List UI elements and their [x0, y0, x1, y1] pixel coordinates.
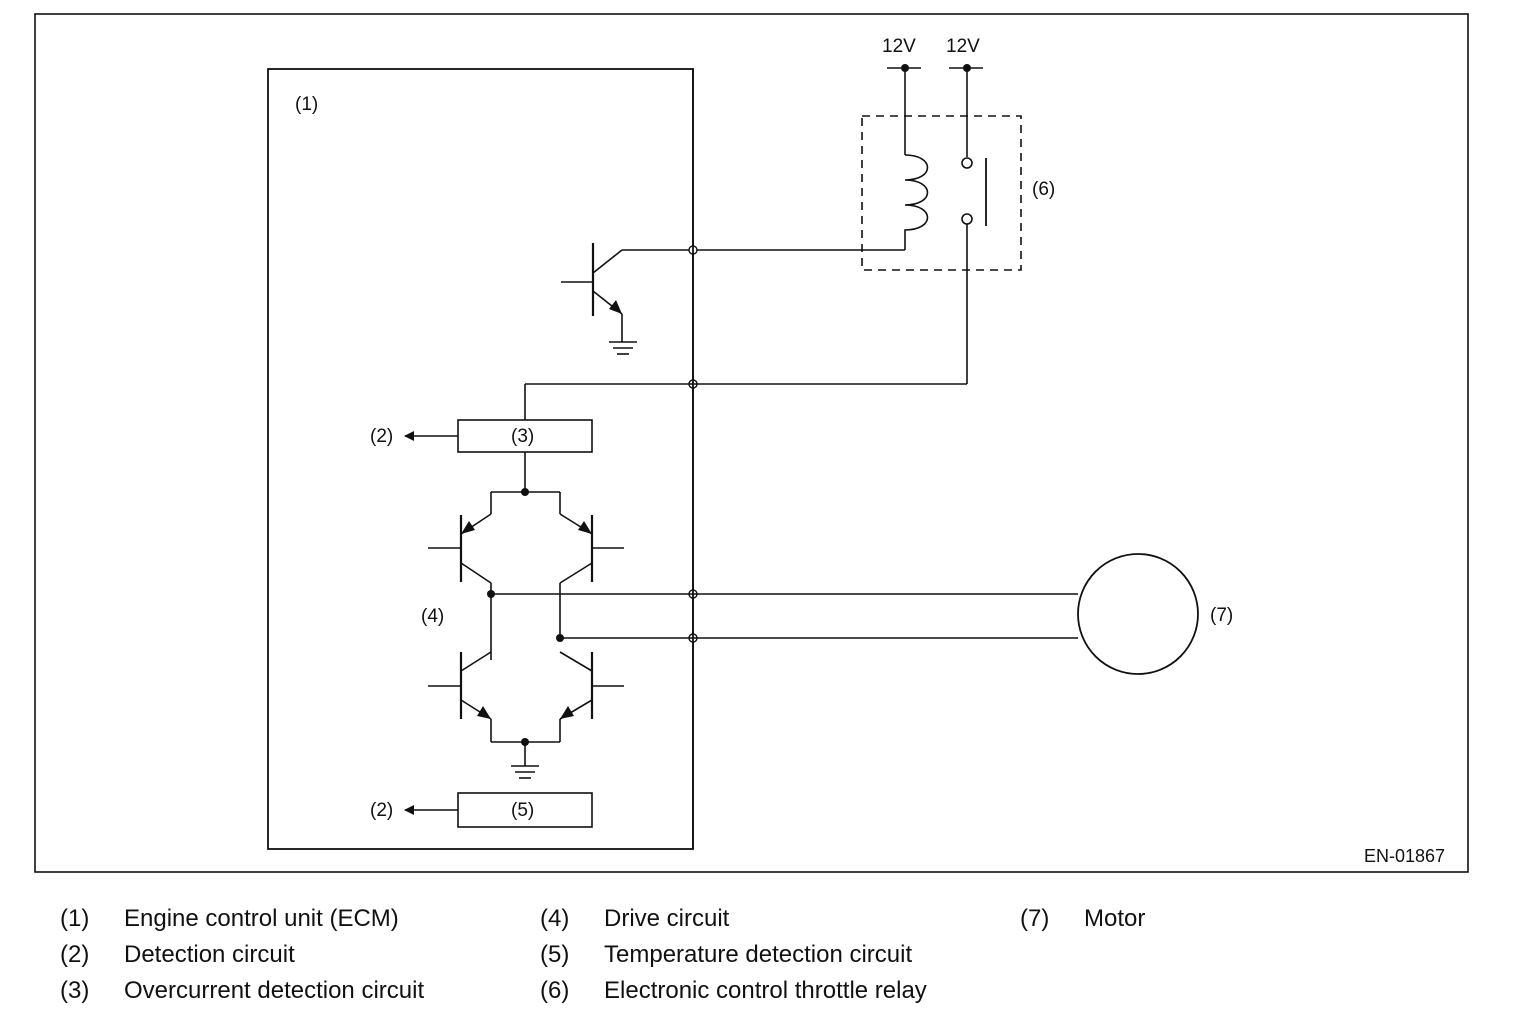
supply-left-label: 12V — [882, 36, 916, 57]
drive-circuit-hbridge — [428, 488, 624, 779]
ecm-marker: (1) — [295, 94, 318, 115]
relay-dashed-box — [861, 115, 1022, 271]
supply-right-label: 12V — [946, 36, 980, 57]
ecm-box — [267, 68, 694, 850]
supply-right: 12V — [946, 36, 983, 157]
supply-left: 12V — [882, 36, 921, 155]
figure-frame — [34, 13, 1469, 873]
motor-marker: (7) — [1210, 605, 1233, 626]
relay-coil — [904, 154, 929, 250]
overcurrent-detection-block: (3) (2) — [370, 419, 593, 453]
detect-marker-top: (2) — [370, 426, 393, 447]
relay-contact-bottom — [961, 213, 973, 225]
relay-driver-transistor — [561, 243, 905, 355]
temperature-marker: (5) — [511, 800, 534, 821]
figure-code: EN-01867 — [1364, 846, 1445, 866]
drive-marker: (4) — [421, 606, 444, 627]
relay-output-wire — [524, 383, 967, 492]
temperature-detection-block: (5) (2) — [370, 792, 593, 828]
relay-contact-top — [961, 157, 973, 169]
motor-wires — [491, 593, 1078, 639]
motor — [1077, 553, 1199, 675]
relay-marker: (6) — [1032, 179, 1055, 200]
overcurrent-marker: (3) — [511, 426, 534, 447]
detect-marker-bottom: (2) — [370, 800, 393, 821]
relay: (6) — [861, 115, 1055, 384]
